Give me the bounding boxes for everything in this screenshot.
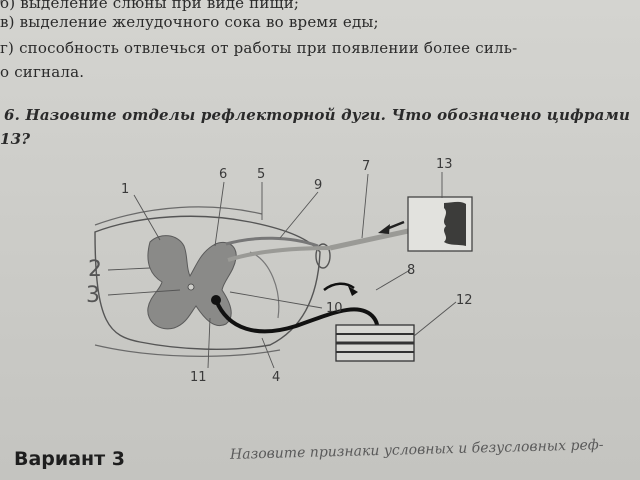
spinal-cord-outline bbox=[94, 215, 321, 350]
variant-heading: Вариант 3 bbox=[14, 448, 126, 470]
interneuron-loop bbox=[249, 251, 280, 319]
option-b: б) выделение слюны при виде пищи; bbox=[0, 0, 300, 12]
label-13: 13 bbox=[436, 157, 453, 172]
motor-neuron-body bbox=[211, 295, 221, 305]
label-10: 10 bbox=[326, 301, 343, 316]
central-canal bbox=[187, 283, 195, 291]
question-6-line-1: 6. Назовите отделы рефлекторной дуги. Чт… bbox=[4, 106, 631, 124]
label-3: 3 bbox=[86, 283, 100, 308]
label-2: 2 bbox=[88, 257, 102, 282]
label-4: 4 bbox=[272, 370, 280, 385]
grey-matter bbox=[147, 235, 237, 330]
label-12: 12 bbox=[456, 293, 473, 308]
spinal-ganglion bbox=[315, 243, 331, 269]
option-g: г) способность отвлечься от работы при п… bbox=[0, 39, 518, 57]
question-6-line-2: 13? bbox=[0, 130, 31, 148]
label-7: 7 bbox=[362, 159, 370, 174]
impulse-arrow-out bbox=[323, 282, 355, 292]
leader-lines bbox=[107, 172, 457, 369]
label-11: 11 bbox=[190, 370, 207, 385]
posterior-root bbox=[225, 236, 319, 248]
sensory-neuron-edge bbox=[227, 246, 331, 262]
receptor-tissue bbox=[444, 201, 466, 246]
label-8: 8 bbox=[407, 263, 415, 278]
label-6: 6 bbox=[219, 167, 227, 182]
label-1: 1 bbox=[121, 182, 129, 197]
option-v: в) выделение желудочного сока во время е… bbox=[0, 13, 379, 31]
label-5: 5 bbox=[257, 167, 265, 182]
label-9: 9 bbox=[314, 178, 322, 193]
spinal-cord-outline-outer bbox=[94, 206, 281, 357]
option-g-continued: о сигнала. bbox=[0, 63, 85, 81]
